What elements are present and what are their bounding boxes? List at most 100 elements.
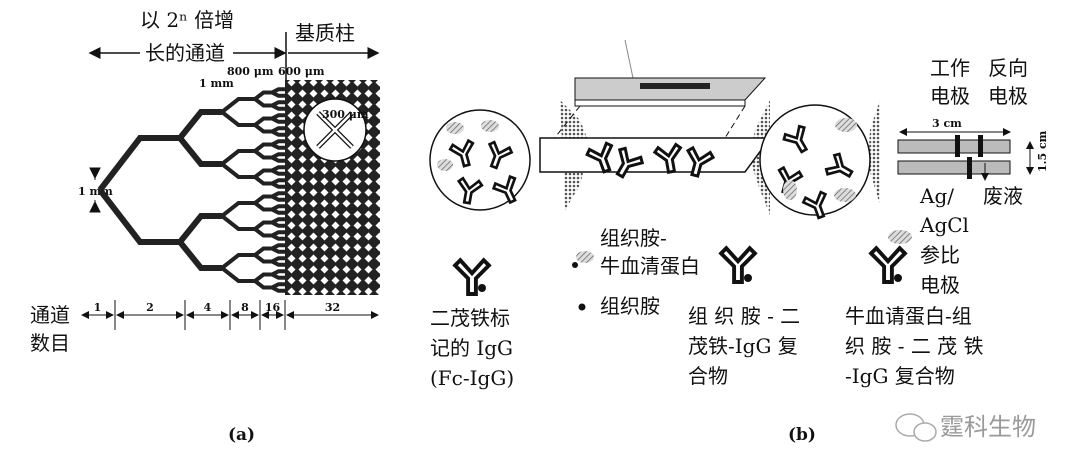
channel-segment [271, 129, 285, 137]
dim-800um: 800 μm [227, 65, 274, 78]
channel-count-scale: 1 2 4 8 16 32 [81, 300, 379, 330]
caption-b: (b) [788, 425, 816, 445]
channel-segment [253, 168, 272, 179]
legend-complex1-line2: 茂铁-IgG 复 [688, 334, 798, 358]
channel-segment [253, 272, 272, 283]
bifurcating-channels [97, 87, 285, 293]
channel-segment [271, 142, 285, 150]
counter-electrode-label-line2: 电极 [988, 84, 1028, 108]
channel-segment [177, 213, 222, 244]
channel-segment [271, 194, 285, 202]
channel-segment [253, 279, 272, 290]
channel-segment [271, 155, 285, 163]
channel-segment [177, 109, 222, 140]
reference-label-line2: AgCl [919, 213, 969, 237]
legend-histamine: 组织胺 [600, 294, 660, 318]
count-label: 4 [204, 301, 212, 314]
working-electrode-label-line1: 工作 [930, 56, 970, 80]
electrochemical-cell [897, 128, 1034, 181]
channel-segment [271, 285, 285, 293]
count-label: 8 [241, 301, 249, 314]
dim-600um: 600 μm [278, 65, 325, 78]
channel-segment [253, 142, 272, 153]
channel-segment [253, 175, 272, 186]
channel-segment [220, 162, 255, 179]
dim-300um: 300 μm [322, 108, 369, 121]
channel-segment [220, 110, 255, 127]
legend-complex1-line3: 合物 [688, 364, 728, 388]
legend-hist-bsa-line2: 牛血清蛋白 [600, 254, 700, 278]
counter-electrode-label-line1: 反向 [988, 56, 1028, 80]
panel-b: 工作 电极 反向 电极 3 cm 1.5 cm Ag/ AgCl 参比 电极 废… [429, 39, 1049, 445]
waste-label: 废液 [983, 184, 1023, 208]
channel-segment [220, 214, 255, 231]
chip-channel [640, 83, 710, 89]
channel-segment [271, 220, 285, 228]
channel-segment [253, 116, 272, 127]
legend-complex2-line2: 织 胺 - 二 茂 铁 [845, 334, 984, 358]
channel-segment [253, 246, 272, 257]
channel-segment [177, 240, 222, 271]
channel-segment [97, 188, 180, 245]
channel-segment [253, 90, 272, 101]
working-electrode-label-line2: 电极 [930, 84, 970, 108]
channel-count-label-line2: 数目 [30, 331, 70, 355]
matrix-texture-right [868, 100, 880, 205]
channel-segment [253, 149, 272, 160]
chip-channel-zoom [539, 137, 772, 173]
legend-fc-igg-line2: 记的 IgG [430, 336, 513, 360]
channel-segment [220, 266, 255, 283]
zoom-circle-left [429, 109, 531, 211]
channel-count-label-line1: 通道 [30, 303, 70, 327]
count-label: 32 [325, 301, 340, 314]
dim-1mm-arrows [89, 167, 101, 213]
channel-segment [253, 201, 272, 212]
channel-segment [271, 272, 285, 280]
channel-segment [271, 90, 285, 98]
count-label: 1 [94, 301, 102, 314]
channel-segment [253, 220, 272, 231]
channel-segment [271, 103, 285, 111]
legend-complex1-line1: 组 织 胺 - 二 [688, 304, 800, 328]
channels-label-line2: 长的通道 [145, 41, 225, 65]
channel-segment [253, 97, 272, 108]
count-label: 16 [265, 301, 281, 314]
channel-segment [271, 116, 285, 124]
channel-segment [220, 201, 255, 218]
complex2-bsa-icon [888, 230, 912, 244]
reference-label-line1: Ag/ [919, 184, 954, 208]
legend-hist-bsa-line1: 组织胺- [600, 226, 667, 250]
channel-segment [271, 233, 285, 241]
hist-bsa-icon [576, 251, 594, 263]
channels-label-line1: 以 2ⁿ 倍增 [140, 8, 234, 32]
channel-segment [271, 181, 285, 189]
legend-fc-igg-line3: (Fc-IgG) [430, 366, 514, 390]
channel-segment [253, 194, 272, 205]
channel-segment [177, 136, 222, 167]
working-electrode [955, 135, 960, 157]
watermark: 霆科生物 [895, 413, 1036, 442]
channel-segment [220, 97, 255, 114]
channel-segment [271, 168, 285, 176]
histamine-icon [578, 303, 586, 311]
count-label: 2 [146, 301, 154, 314]
channel-segment [271, 259, 285, 267]
legend-complex2-line3: -IgG 复合物 [845, 364, 955, 388]
channel-segment [271, 207, 285, 215]
channel-segment [220, 149, 255, 166]
dim-1-5cm: 1.5 cm [1036, 130, 1049, 172]
channel-segment [253, 253, 272, 264]
reference-electrode [967, 157, 972, 179]
legend-fc-igg-line1: 二茂铁标 [430, 306, 510, 330]
caption-a: (a) [228, 425, 255, 445]
dim-3cm: 3 cm [932, 117, 962, 130]
dim-1mm-top: 1 mm [199, 77, 234, 90]
panel-a: 以 2ⁿ 倍增 长的通道 基质柱 800 μm 600 μm 1 mm 1 mm… [30, 8, 380, 445]
channel-segment [220, 253, 255, 270]
channel-segment [271, 246, 285, 254]
channel-segment [97, 135, 180, 192]
reference-label-line4: 电极 [920, 273, 960, 297]
connection-wire [624, 39, 634, 79]
matrix-label: 基质柱 [295, 21, 355, 45]
